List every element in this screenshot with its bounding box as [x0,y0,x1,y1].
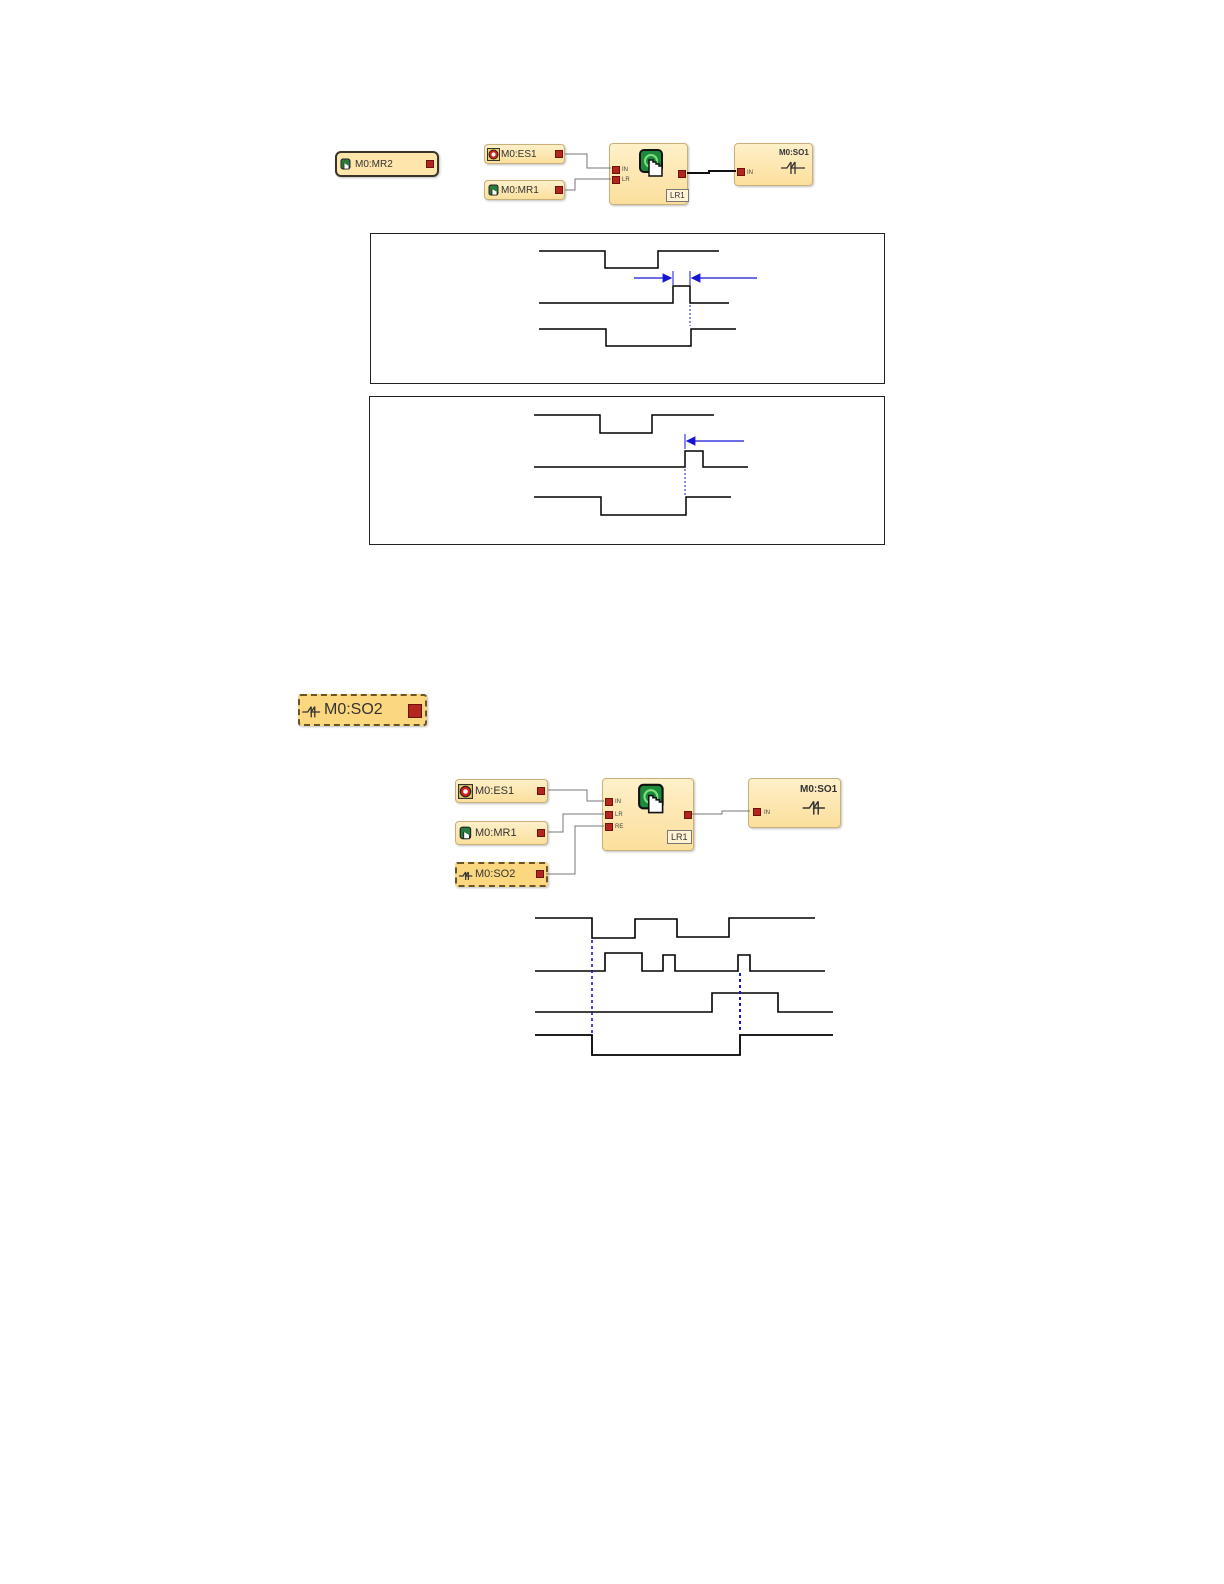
wire2-so2-to-lr-re [546,826,604,874]
timing3-trace-out [535,1035,833,1055]
timing3-trace-re [535,993,833,1012]
timing3-trace-lr [535,953,825,971]
wire2-es1-to-lr-in [548,790,604,801]
timing3-trace-in [535,918,815,938]
wire2-lr-to-so1 [692,811,750,814]
wire2-mr1-to-lr-lr [548,814,604,832]
